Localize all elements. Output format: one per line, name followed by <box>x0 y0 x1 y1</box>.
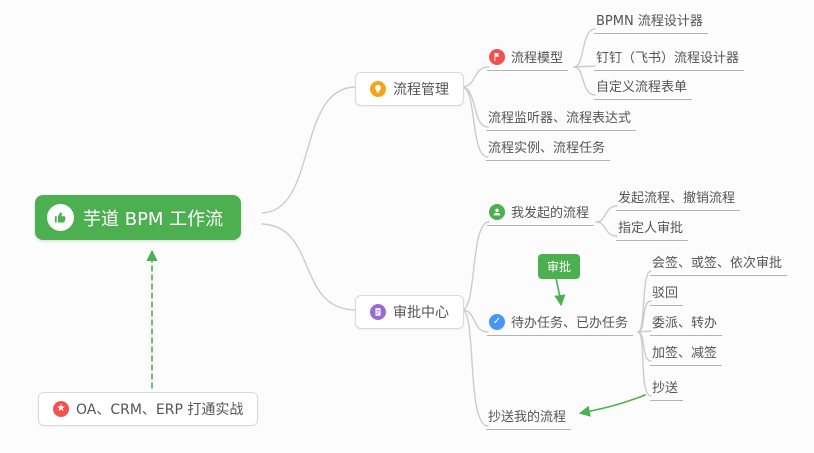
connector-ac-cc-my <box>461 309 489 427</box>
node-label: 流程管理 <box>393 82 449 98</box>
star-icon: ★ <box>53 401 69 417</box>
node-label: 发起流程、撤销流程 <box>618 191 736 206</box>
node-label: 加签、减签 <box>652 346 718 361</box>
node-oa-crm-erp[interactable]: ★ OA、CRM、ERP 打通实战 <box>38 392 259 426</box>
connector-myinit-assignee <box>595 221 618 237</box>
node-label: 驳回 <box>652 286 679 301</box>
node-label: 流程监听器、流程表达式 <box>488 111 632 126</box>
node-label: 抄送 <box>652 381 679 396</box>
node-custom-form[interactable]: 自定义流程表单 <box>594 74 693 100</box>
badge-label: 审批 <box>547 260 572 274</box>
node-approval-center[interactable]: 审批中心 <box>355 295 464 329</box>
connector-model-bpmn <box>573 28 596 68</box>
node-todo-done[interactable]: ✓ 待办任务、已办任务 <box>487 310 634 336</box>
node-bpmn-designer[interactable]: BPMN 流程设计器 <box>594 8 708 34</box>
connector-pm-instance <box>461 86 489 158</box>
node-label: 芋道 BPM 工作流 <box>83 208 224 230</box>
connector-ac-my-initiated <box>461 221 490 311</box>
node-countersign[interactable]: 会签、或签、依次审批 <box>650 250 788 276</box>
node-initiate-cancel[interactable]: 发起流程、撤销流程 <box>616 185 741 211</box>
connector-model-custom <box>573 66 596 96</box>
user-icon <box>489 203 505 220</box>
document-icon <box>370 304 386 320</box>
node-label: OA、CRM、ERP 打通实战 <box>76 402 244 418</box>
node-add-reduce-sign[interactable]: 加签、减签 <box>650 340 723 366</box>
node-reject[interactable]: 驳回 <box>650 280 684 306</box>
node-label: 流程模型 <box>511 51 564 66</box>
node-root[interactable]: 芋道 BPM 工作流 <box>35 195 242 240</box>
arrow-badge-to-todo <box>554 277 566 307</box>
thumbs-up-icon <box>47 204 74 231</box>
flag-icon <box>489 48 505 65</box>
node-listener-expression[interactable]: 流程监听器、流程表达式 <box>486 105 637 131</box>
node-process-model[interactable]: 流程模型 <box>487 45 569 71</box>
node-dingtalk-designer[interactable]: 钉钉（飞书）流程设计器 <box>594 45 745 71</box>
node-label: BPMN 流程设计器 <box>596 14 703 29</box>
connector-todo-delegate <box>637 330 652 333</box>
node-cc-my-process[interactable]: 抄送我的流程 <box>486 404 572 430</box>
node-label: 待办任务、已办任务 <box>511 316 629 331</box>
connector-root-approval-center <box>261 223 357 311</box>
lightbulb-icon <box>370 81 386 97</box>
node-process-mgmt[interactable]: 流程管理 <box>355 72 464 106</box>
node-assignee-approval[interactable]: 指定人审批 <box>616 215 689 241</box>
node-label: 指定人审批 <box>618 221 684 236</box>
node-label: 委派、转办 <box>652 316 718 331</box>
node-instance-task[interactable]: 流程实例、流程任务 <box>486 135 611 161</box>
connector-pm-model <box>461 66 490 88</box>
connector-pm-listener <box>461 86 489 128</box>
node-label: 自定义流程表单 <box>596 80 688 95</box>
node-label: 抄送我的流程 <box>488 410 567 425</box>
check-glyph: ✓ <box>492 315 502 327</box>
node-label: 会签、或签、依次审批 <box>652 256 783 271</box>
connector-ac-todo <box>461 309 489 333</box>
node-label: 审批中心 <box>393 305 449 321</box>
node-cc[interactable]: 抄送 <box>650 375 684 401</box>
node-my-initiated[interactable]: 我发起的流程 <box>487 200 595 226</box>
star-glyph: ★ <box>56 403 66 414</box>
node-delegate-transfer[interactable]: 委派、转办 <box>650 310 723 336</box>
node-label: 钉钉（飞书）流程设计器 <box>596 51 740 66</box>
node-label: 流程实例、流程任务 <box>488 141 606 156</box>
node-label: 我发起的流程 <box>511 206 590 221</box>
connector-model-dingtalk <box>573 65 596 68</box>
connector-todo-reject <box>637 300 652 333</box>
connector-root-process-mgmt <box>261 86 357 214</box>
check-icon: ✓ <box>489 313 505 330</box>
arrow-cc-to-cc-my <box>578 394 646 417</box>
connector-myinit-initiate <box>595 205 618 223</box>
connector-todo-cc <box>637 331 652 397</box>
approval-badge[interactable]: 审批 <box>538 254 581 279</box>
